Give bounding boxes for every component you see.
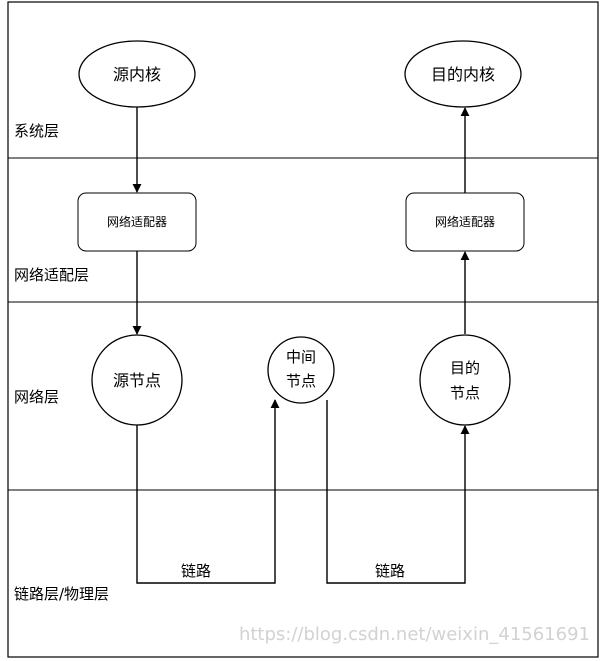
watermark-text: https://blog.csdn.net/weixin_41561691 <box>239 624 590 645</box>
mid-node <box>267 336 335 404</box>
link-label-left: 链路 <box>181 562 211 580</box>
mid-node-label-line1: 中间 <box>286 348 316 366</box>
layer-label-adapter: 网络适配层 <box>14 266 89 284</box>
dest-adapter-label: 网络适配器 <box>435 214 495 229</box>
mid-node-label-line2: 节点 <box>286 372 316 390</box>
source-node-label: 源节点 <box>113 371 161 390</box>
diagram-frame <box>7 1 599 658</box>
link-label-right: 链路 <box>375 562 405 580</box>
dest-kernel-label: 目的内核 <box>431 65 495 84</box>
dest-kernel-node <box>404 40 522 108</box>
source-adapter-label: 网络适配器 <box>107 214 167 229</box>
source-kernel-label: 源内核 <box>113 65 161 84</box>
layer-label-network: 网络层 <box>14 388 59 406</box>
dest-node <box>419 334 511 426</box>
dest-node-label-line1: 目的 <box>450 359 480 377</box>
layer-label-link: 链路层/物理层 <box>14 585 109 603</box>
layer-label-system: 系统层 <box>14 122 59 140</box>
dest-node-label-line2: 节点 <box>450 384 480 402</box>
link-path-source-to-mid <box>136 399 280 584</box>
link-path-mid-to-dest <box>326 400 470 584</box>
